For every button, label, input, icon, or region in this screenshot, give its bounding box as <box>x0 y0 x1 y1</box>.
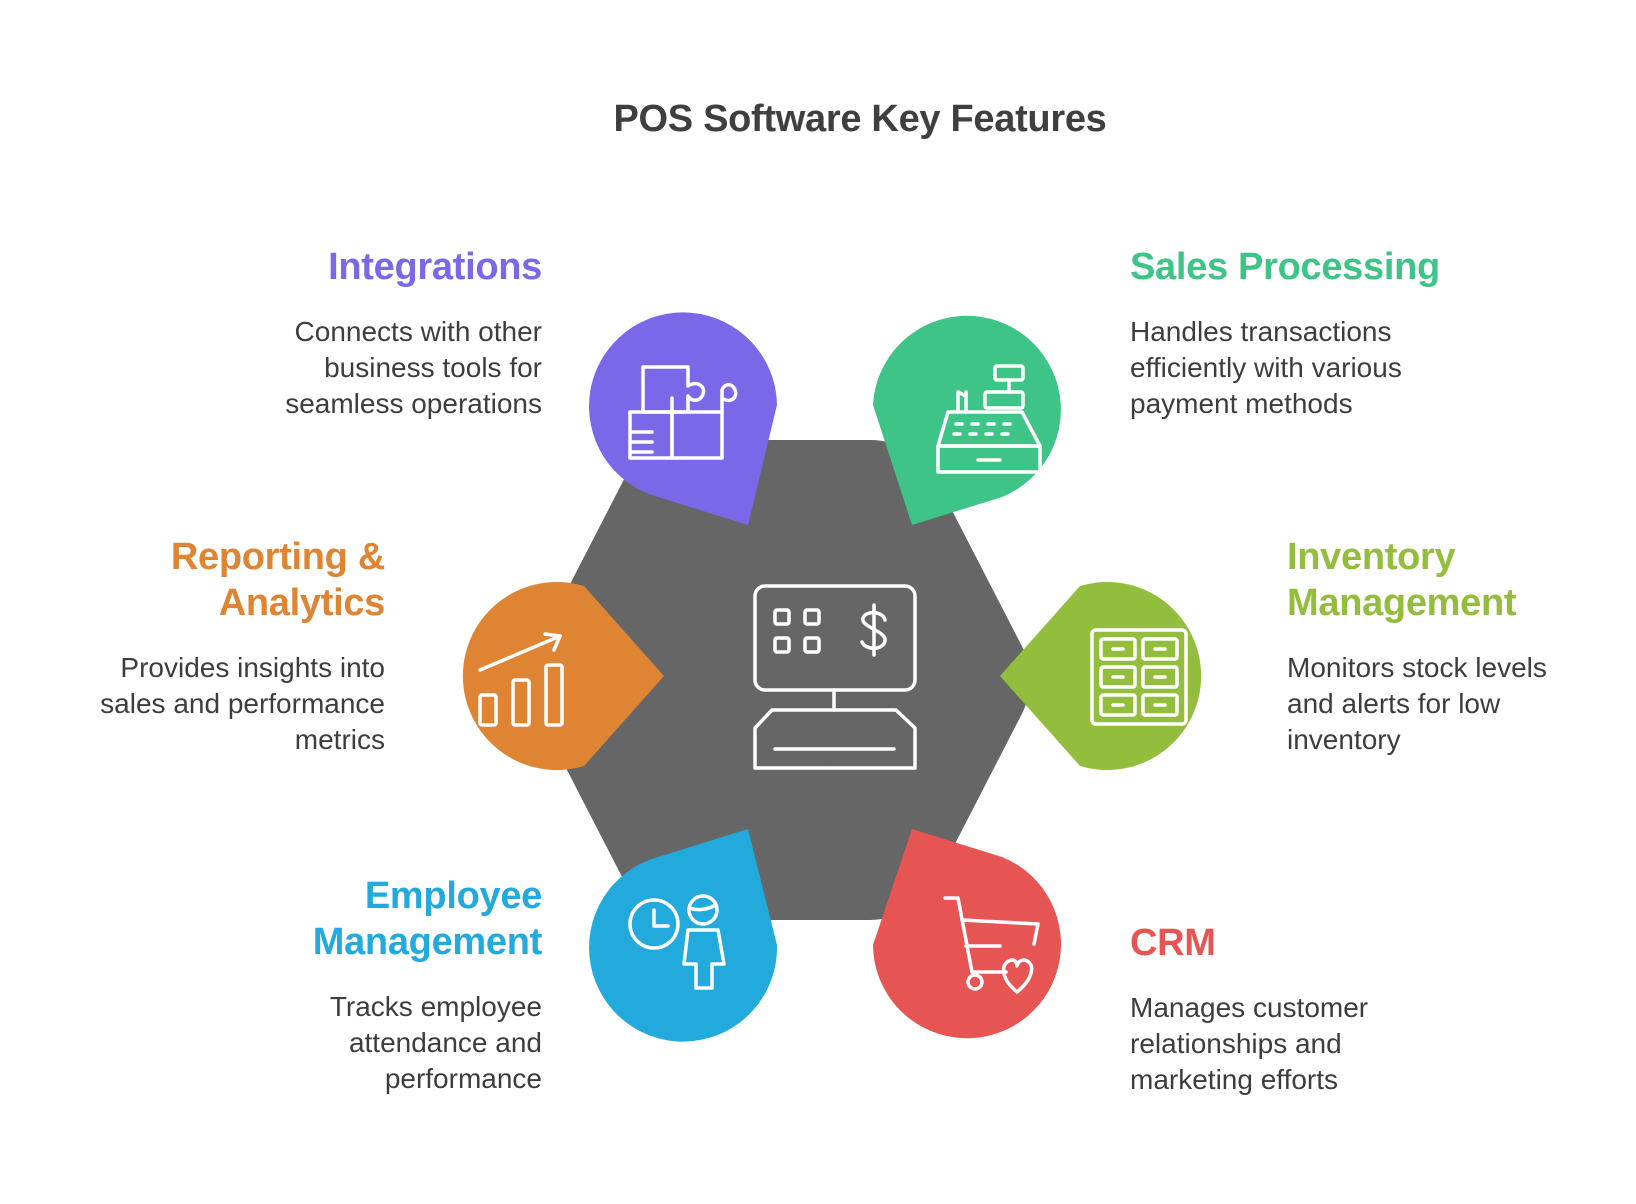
cart-heart-icon <box>943 896 1040 994</box>
petal-employee-management <box>589 829 778 1042</box>
center-hub <box>530 440 1030 920</box>
feature-title: Employee Management <box>312 875 543 963</box>
feature-employee-management: Employee Management Tracks employee atte… <box>282 873 543 1097</box>
feature-title: CRM <box>1130 922 1216 964</box>
feature-sales-processing: Sales Processing Handles transactions ef… <box>1130 244 1450 422</box>
feature-inventory-management: Inventory Management Monitors stock leve… <box>1287 534 1597 758</box>
petal-crm <box>873 829 1061 1039</box>
feature-description: Manages customer relationships and marke… <box>1130 992 1369 1095</box>
feature-description: Connects with other business tools for s… <box>285 316 542 419</box>
feature-title: Integrations <box>328 246 542 288</box>
feature-description: Monitors stock levels and alerts for low… <box>1287 652 1547 755</box>
feature-crm: CRM Manages customer relationships and m… <box>1130 920 1410 1098</box>
feature-description: Provides insights into sales and perform… <box>100 652 385 755</box>
center-hexagon <box>530 440 1030 920</box>
feature-reporting-analytics: Reporting & Analytics Provides insights … <box>70 534 385 758</box>
feature-description: Tracks employee attendance and performan… <box>329 991 542 1094</box>
feature-integrations: Integrations Connects with other busines… <box>230 244 542 422</box>
cash-register-icon <box>936 364 1042 474</box>
shelves-icon <box>1090 628 1188 726</box>
feature-description: Handles transactions efficiently with va… <box>1130 316 1402 419</box>
pos-terminal-icon <box>753 584 917 770</box>
bar-chart-trend-icon <box>478 632 564 727</box>
feature-title: Reporting & Analytics <box>170 536 385 624</box>
feature-title: Sales Processing <box>1130 246 1440 288</box>
puzzle-pieces-icon <box>628 365 738 460</box>
petal-integrations <box>589 312 777 525</box>
page-title: POS Software Key Features <box>613 98 1107 140</box>
clock-person-icon <box>628 894 726 990</box>
feature-title: Inventory Management <box>1287 536 1517 624</box>
